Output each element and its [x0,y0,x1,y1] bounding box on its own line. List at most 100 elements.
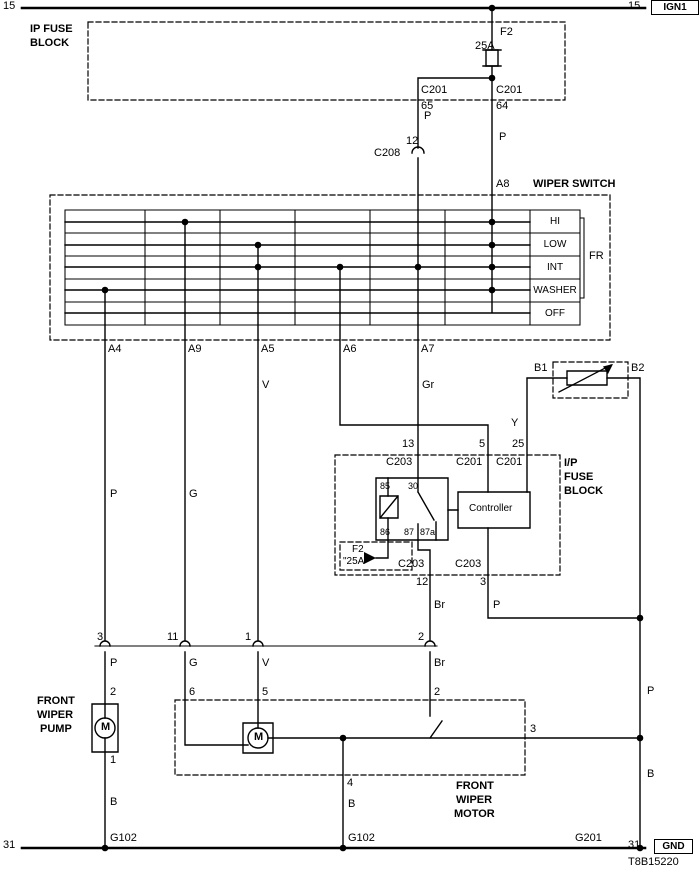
connector-c203-bl-pin: 12 [416,576,429,588]
ground-g102-left: G102 [110,832,137,844]
relay-pin-85: 85 [380,481,391,491]
relay-pin-30: 30 [408,481,419,491]
connector-c201-right-pin-25: 25 [512,438,525,450]
wire-color-gr: Gr [422,379,435,391]
relay-pin-86: 86 [380,527,391,537]
wire-color-v-lower: V [262,657,270,669]
wiper-switch-title: WIPER SWITCH [533,178,616,190]
switch-fr-label: FR [589,250,604,262]
power-source-box: IGN1 [651,0,699,15]
connector-c201-right-name-25: C201 [496,456,523,468]
wire-color-g-lower: G [189,657,198,669]
motor-pin-5: 5 [262,686,269,698]
terminal-a6: A6 [343,343,357,355]
variable-resistor-arrow [558,364,612,393]
ground-rail-left-label: 31 [3,839,16,851]
motor-pin-6: 6 [189,686,196,698]
terminal-a9: A9 [188,343,202,355]
pump-pin-1: 1 [110,754,117,766]
wire-color-p-feed-right: P [499,131,507,143]
wire-color-p-right: P [647,685,655,697]
dashed-component-boxes [49,21,629,776]
wire-color-br-upper: Br [434,599,445,611]
ground-g201: G201 [575,832,602,844]
ip-fuse-block2-title-2: FUSE [564,471,594,483]
connector-c201-right-pin: 64 [496,100,509,112]
fuse-f2-name: F2 [500,26,513,38]
switch-position-washer: WASHER [533,285,577,296]
wire-color-g-upper: G [189,488,198,500]
ground-box: GND [654,839,693,854]
wire-color-p-upper: P [110,488,118,500]
power-rail-left-label: 15 [3,0,16,12]
pump-title-3: PUMP [40,723,72,735]
wire-color-br-lower: Br [434,657,445,669]
ip-fuse-block2-title-3: BLOCK [564,485,604,497]
motor-pin-3: 3 [530,723,537,735]
controller-label: Controller [469,503,513,514]
ground-rail-right-label: 31 [628,839,641,851]
connector-c203-top-pin: 13 [402,438,415,450]
wiper-motor-symbol [247,727,269,749]
connector-c203-top-name: C203 [386,456,413,468]
pump-title-1: FRONT [37,695,75,707]
pump-title-2: WIPER [37,709,74,721]
switch-grid [64,209,581,326]
terminal-a8: A8 [496,178,510,190]
connector-c201-left-name: C201 [421,84,448,96]
terminal-b1: B1 [534,362,548,374]
relay-pin-87a: 87a [420,527,436,537]
connector-c201-left-pin: 65 [421,100,434,112]
connector-c201-right-name: C201 [496,84,523,96]
connector-c203-bl-name: C203 [398,558,425,570]
connector-c208-name: C208 [374,147,401,159]
wire-color-p-feed-left: P [424,110,432,122]
terminal-a4: A4 [108,343,122,355]
relay-pin-87: 87 [404,527,415,537]
pump-motor-letter: M [101,721,111,733]
power-rail-right-label: 15 [628,0,641,12]
fuse-ref-name: F2 [352,544,364,555]
fuse-ref-rating: "25A" [343,556,368,567]
motor-title-2: WIPER [456,794,493,806]
inline-connector-pin-2: 2 [418,631,425,643]
wire-color-p-lower: P [110,657,118,669]
wire-color-v-upper: V [262,379,270,391]
diagram-part-number: T8B15220 [628,856,679,868]
terminal-b2: B2 [631,362,645,374]
ip-fuse-block-title-2: BLOCK [30,37,70,49]
component-outlines [91,49,608,754]
connector-arcs [99,146,436,647]
wires [64,7,641,849]
connector-c203-br-name: C203 [455,558,482,570]
terminal-a5: A5 [261,343,275,355]
ip-fuse-block2-title-1: I/P [564,457,578,469]
wire-color-b-pump: B [110,796,118,808]
switch-position-low: LOW [543,239,567,250]
inline-connector-pin-1: 1 [245,631,252,643]
connector-c201-mid-name: C201 [456,456,483,468]
fuse-f2-rating: 25A [475,40,495,52]
switch-position-off: OFF [545,308,565,319]
switch-position-int: INT [546,262,564,273]
power-feed-arrow-icon [364,552,376,564]
motor-title-3: MOTOR [454,808,495,820]
connector-c208-pin: 12 [406,135,419,147]
wire-color-p-ctrl: P [493,599,501,611]
connector-c201-mid-pin: 5 [479,438,486,450]
ip-fuse-block-title-1: IP FUSE [30,23,73,35]
pump-motor-symbol [94,717,116,739]
pump-pin-2: 2 [110,686,117,698]
connector-c203-br-pin: 3 [480,576,487,588]
junction-dots [101,4,644,852]
motor-title-1: FRONT [456,780,494,792]
motor-pin-4: 4 [347,777,354,789]
fr-bracket [579,217,585,299]
motor-pin-2: 2 [434,686,441,698]
wire-color-y: Y [511,417,519,429]
ground-g102-mid: G102 [348,832,375,844]
wire-color-b-right: B [647,768,655,780]
inline-connector-pin-11: 11 [167,631,179,643]
inline-connector-pin-3: 3 [97,631,104,643]
